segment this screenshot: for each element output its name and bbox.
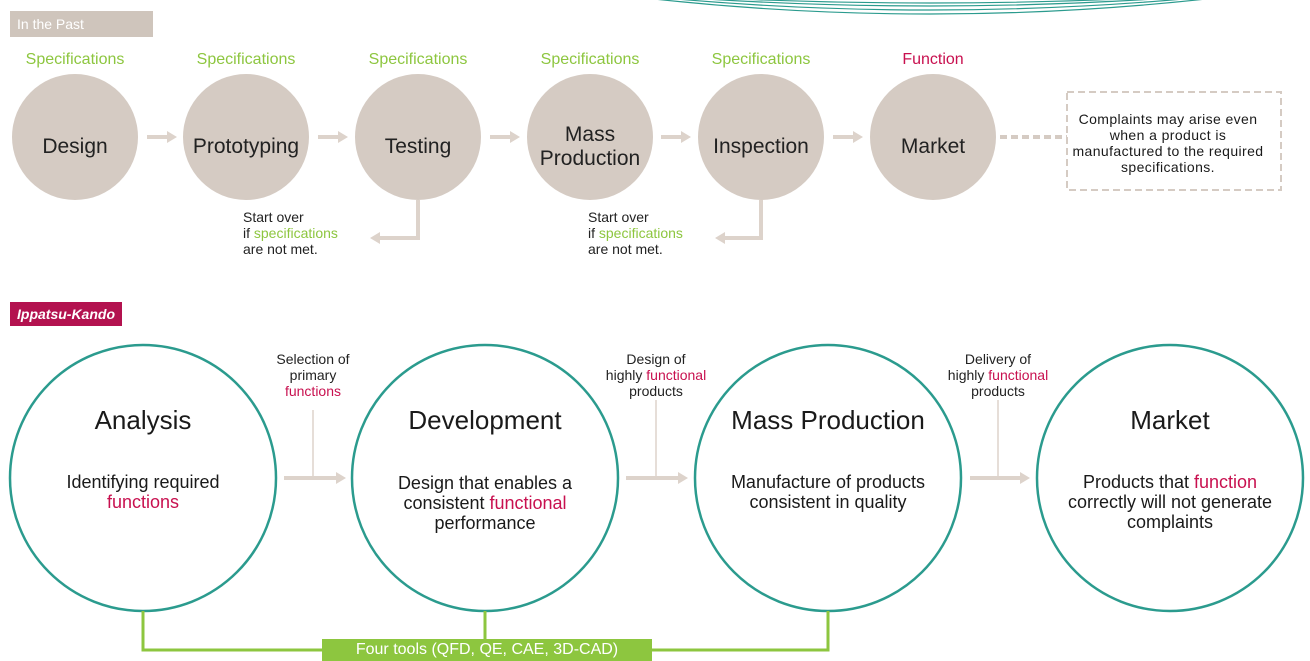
- stage-title-market: Market: [1130, 405, 1210, 435]
- complaint-note: Complaints may arise even when a product…: [1072, 111, 1264, 175]
- stage-desc-analysis: Identifying required functions: [66, 472, 220, 512]
- ippatsu-arrows: [284, 400, 1030, 484]
- restart-lines: [380, 200, 763, 240]
- spec-label-design: Specifications: [25, 51, 125, 68]
- step-design: Design: [42, 135, 108, 158]
- ippatsu-section-tag: Ippatsu-Kando: [10, 302, 122, 326]
- step-mass-production: Mass Production: [539, 123, 641, 170]
- step-prototyping: Prototyping: [192, 135, 300, 158]
- restart-note-inspection: Start over if specifications are not met…: [588, 209, 683, 257]
- spec-label-mass-production: Specifications: [540, 51, 640, 68]
- past-arrows: [147, 131, 863, 143]
- restart-arrowheads: [370, 232, 725, 244]
- spec-label-prototyping: Specifications: [196, 51, 296, 68]
- transition-label-selection: Selection of primary functions: [276, 351, 350, 399]
- stage-desc-mass-production: Manufacture of products consistent in qu…: [730, 472, 926, 512]
- stage-desc-market: Products that function correctly will no…: [1067, 472, 1273, 532]
- spec-label-testing: Specifications: [368, 51, 468, 68]
- stage-title-development: Development: [408, 405, 562, 435]
- decorative-arcs: [657, 0, 1203, 15]
- spec-label-inspection: Specifications: [711, 51, 811, 68]
- stage-title-analysis: Analysis: [94, 405, 192, 435]
- tools-bracket: [141, 611, 830, 652]
- transition-label-design: Design of highly functional products: [605, 351, 707, 399]
- transition-label-delivery: Delivery of highly functional products: [947, 351, 1049, 399]
- step-inspection: Inspection: [713, 135, 809, 158]
- past-circles: [12, 74, 996, 200]
- complaint-box: [1066, 91, 1282, 191]
- step-market: Market: [900, 135, 966, 158]
- step-testing: Testing: [384, 135, 452, 158]
- restart-note-testing: Start over if specifications are not met…: [243, 209, 338, 257]
- stage-title-mass-production: Mass Production: [731, 405, 925, 435]
- stage-desc-development: Design that enables a consistent functio…: [397, 473, 573, 533]
- function-label-market: Function: [902, 51, 964, 68]
- past-section-tag: In the Past: [10, 11, 153, 37]
- four-tools-label: Four tools (QFD, QE, CAE, 3D-CAD): [322, 639, 652, 661]
